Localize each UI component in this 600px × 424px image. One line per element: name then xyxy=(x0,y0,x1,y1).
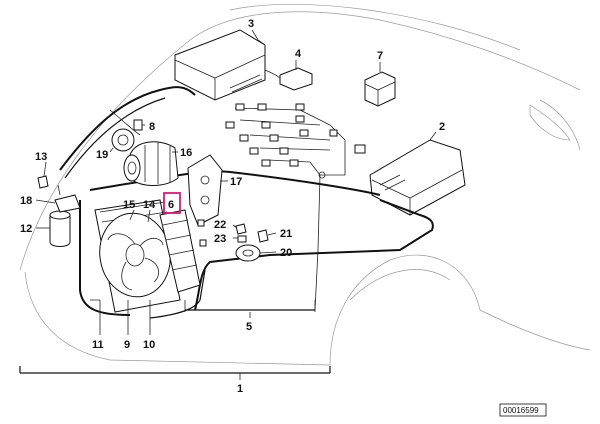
condenser-core xyxy=(159,209,201,293)
callout-10: 10 xyxy=(143,339,155,351)
callout-14: 14 xyxy=(143,199,156,211)
highlight-box-callout-6 xyxy=(163,192,181,214)
callout-4: 4 xyxy=(295,48,302,60)
housing-part-2 xyxy=(369,139,466,216)
callout-22: 22 xyxy=(214,219,226,231)
bracket-part-17 xyxy=(187,154,223,226)
switch-part-21 xyxy=(257,229,269,243)
valve-part-18 xyxy=(54,194,81,213)
reference-code: 00016599 xyxy=(503,406,539,415)
callout-17: 17 xyxy=(230,176,242,188)
callout-13: 13 xyxy=(35,151,47,163)
compressor-part-16 xyxy=(123,141,179,186)
callout-16: 16 xyxy=(180,147,192,159)
switch-part-13 xyxy=(37,175,61,196)
leader-lines xyxy=(19,29,437,380)
callout-19: 19 xyxy=(96,149,108,161)
callout-2: 2 xyxy=(439,121,445,133)
callout-15: 15 xyxy=(123,199,135,211)
car-body-outline xyxy=(19,3,591,366)
wiring-harness xyxy=(225,103,366,311)
housing-part-3 xyxy=(174,29,266,101)
dryer-part-12 xyxy=(49,210,71,247)
callout-20: 20 xyxy=(280,247,292,259)
callout-11: 11 xyxy=(92,339,104,351)
callout-8: 8 xyxy=(149,121,155,133)
module-part-7 xyxy=(364,71,396,107)
fitting-part-23 xyxy=(237,235,247,243)
callout-9: 9 xyxy=(124,339,130,351)
fitting-part-22 xyxy=(235,223,247,235)
relay-part-4 xyxy=(264,67,313,91)
reference-code-box: 00016599 xyxy=(499,403,547,417)
callout-5: 5 xyxy=(246,321,252,333)
callout-12: 12 xyxy=(20,223,32,235)
compressor-clutch-part-19 xyxy=(111,128,135,152)
callout-21: 21 xyxy=(280,228,292,240)
callout-1: 1 xyxy=(237,383,243,395)
valve-part-20 xyxy=(235,244,261,262)
callout-3: 3 xyxy=(248,18,254,30)
callout-18: 18 xyxy=(20,195,32,207)
callout-23: 23 xyxy=(214,233,226,245)
callout-6: 6 xyxy=(168,199,174,211)
callout-labels: 1 2 3 4 5 6 7 8 9 10 11 12 13 14 15 16 1… xyxy=(20,18,445,395)
callout-7: 7 xyxy=(377,50,383,62)
sensor-part-8 xyxy=(133,119,143,131)
clip-part-5 xyxy=(197,219,207,247)
